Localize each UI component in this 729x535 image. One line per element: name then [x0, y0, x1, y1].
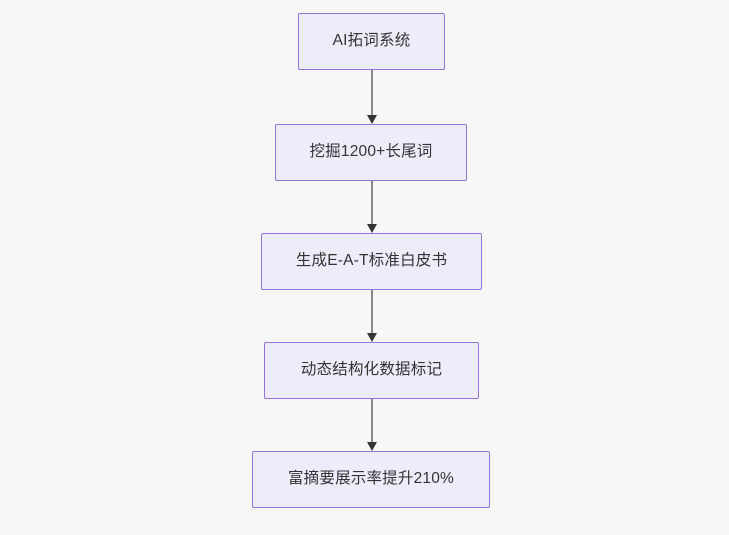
flow-node-label: AI拓词系统 [332, 32, 411, 50]
flow-node-label: 生成E-A-T标准白皮书 [295, 252, 448, 270]
flow-node-generate-eat-whitepaper[interactable]: 生成E-A-T标准白皮书 [261, 233, 482, 290]
flow-node-rich-snippet-rate-increase[interactable]: 富摘要展示率提升210% [252, 451, 490, 508]
flow-node-dynamic-structured-data-markup[interactable]: 动态结构化数据标记 [264, 342, 479, 399]
edge-n1-n2 [366, 70, 377, 124]
edge-line [371, 290, 373, 334]
flow-node-mine-longtail-keywords[interactable]: 挖掘1200+长尾词 [275, 124, 467, 181]
edge-line [371, 399, 373, 443]
edge-n2-n3 [366, 181, 377, 233]
arrow-head-icon [366, 332, 377, 342]
flow-node-ai-keyword-system[interactable]: AI拓词系统 [298, 13, 445, 70]
edge-n4-n5 [366, 399, 377, 451]
edge-n3-n4 [366, 290, 377, 342]
arrow-head-icon [366, 223, 377, 233]
flow-node-label: 挖掘1200+长尾词 [309, 143, 433, 161]
edge-line [371, 70, 373, 116]
flow-node-label: 富摘要展示率提升210% [287, 470, 455, 488]
arrow-head-icon [366, 441, 377, 451]
arrow-head-icon [366, 114, 377, 124]
flow-node-label: 动态结构化数据标记 [300, 361, 443, 379]
edge-line [371, 181, 373, 225]
